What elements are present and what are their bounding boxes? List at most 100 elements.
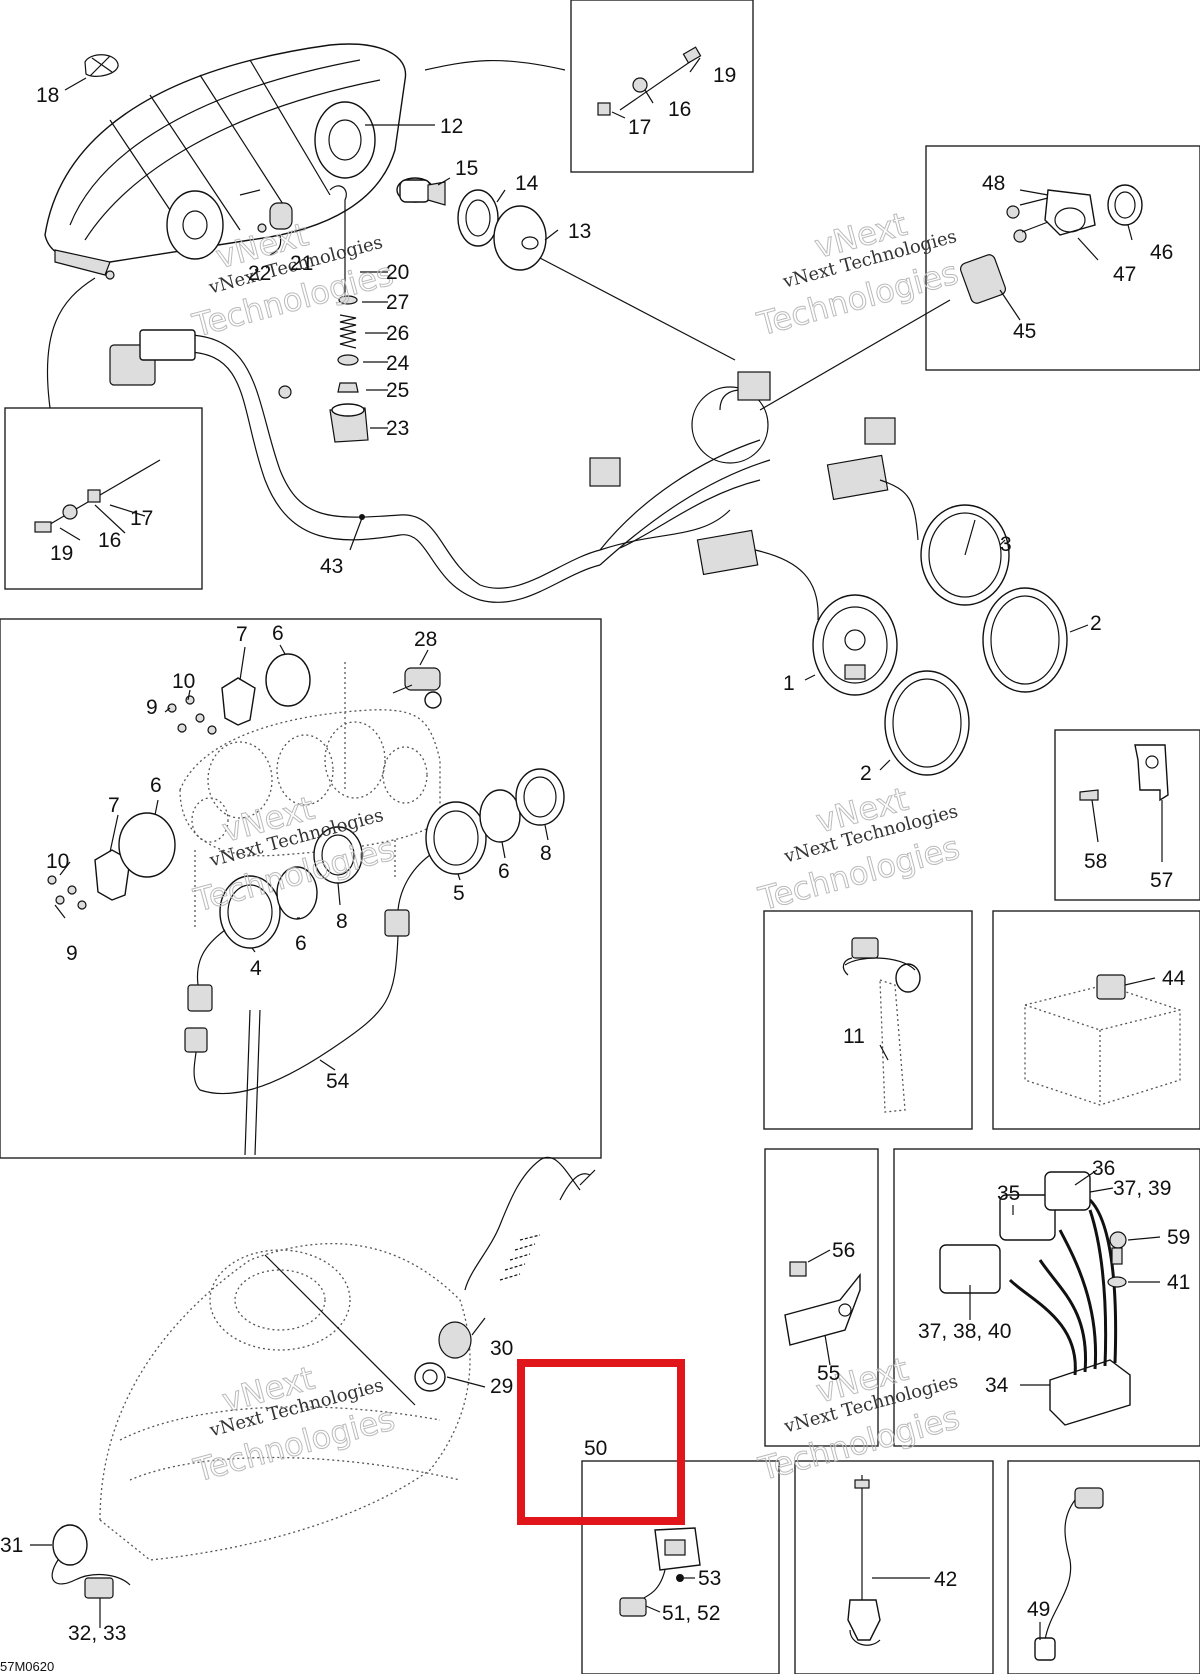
wiring-harness-part-43 <box>109 329 896 603</box>
switch-part-31 <box>51 1524 131 1599</box>
callout-44: 44 <box>1162 967 1186 990</box>
bezel-part-8-right <box>515 768 565 826</box>
callout-9-upper: 9 <box>146 696 158 719</box>
seal-part-6-right <box>479 789 521 843</box>
bracket-part-7-upper <box>221 677 256 726</box>
tether-cord-part-30 <box>438 1156 596 1359</box>
callout-6-lower: 6 <box>295 932 307 955</box>
callout-7-lower: 7 <box>108 794 120 817</box>
callout-19-top: 19 <box>713 64 736 87</box>
callout-2-upper: 2 <box>1090 612 1102 635</box>
ring-part-29 <box>414 1362 446 1392</box>
callout-54: 54 <box>326 1070 350 1093</box>
callout-58: 58 <box>1084 850 1107 873</box>
callout-49: 49 <box>1027 1598 1050 1621</box>
ring-part-14 <box>457 189 499 247</box>
bracket-part-57 <box>1079 744 1169 802</box>
gauge-part-4 <box>187 875 281 1012</box>
gauge-bracket-assembly <box>959 184 1143 304</box>
callout-12: 12 <box>440 115 463 138</box>
adjuster-stack <box>329 185 369 443</box>
highlight-box <box>517 1359 685 1525</box>
seal-part-6-upper <box>265 653 311 707</box>
detail-box-sensor-42 <box>794 1460 994 1674</box>
callout-labels: 18 12 19 16 17 15 14 13 21 22 20 27 26 2… <box>0 64 1190 1674</box>
callout-51-52: 51, 52 <box>662 1602 720 1625</box>
detail-box-instrument-cluster <box>0 618 602 1159</box>
callout-15: 15 <box>455 157 478 180</box>
callout-29: 29 <box>490 1375 513 1398</box>
seal-part-6-lower <box>276 866 318 920</box>
fastener-set-top <box>597 46 702 116</box>
callout-32-33: 32, 33 <box>68 1622 126 1645</box>
callout-20: 20 <box>386 261 409 284</box>
nut-washers-9-10-lower <box>47 875 87 910</box>
detail-box-sensor-49 <box>1007 1460 1200 1674</box>
callout-27: 27 <box>386 291 409 314</box>
seal-part-6-left <box>118 812 176 878</box>
callout-22: 22 <box>248 262 271 285</box>
figure-code: 57M0620 <box>0 1659 54 1674</box>
nut-washers-9-10-upper <box>167 695 217 735</box>
callout-30: 30 <box>490 1337 513 1360</box>
callout-55: 55 <box>817 1362 840 1385</box>
callout-41: 41 <box>1167 1271 1190 1294</box>
callout-6-right: 6 <box>498 860 510 883</box>
callout-34: 34 <box>985 1374 1009 1397</box>
callout-2-lower: 2 <box>860 762 872 785</box>
gauge-part-3 <box>920 504 1010 606</box>
callout-11: 11 <box>843 1025 865 1048</box>
callout-59: 59 <box>1167 1226 1190 1249</box>
callout-37-39: 37, 39 <box>1113 1177 1171 1200</box>
sensor-part-53 <box>619 1527 701 1617</box>
watermark-group: vNext vNext Technologies Technologies vN… <box>187 204 963 1490</box>
detail-box-fuel-sender <box>763 910 973 1130</box>
callout-8-right: 8 <box>540 842 552 865</box>
bulb-part-15 <box>396 177 446 206</box>
callout-50: 50 <box>584 1437 607 1460</box>
callout-6-left: 6 <box>150 774 162 797</box>
fastener-set-left <box>34 459 161 533</box>
detail-box-bracket-55 <box>764 1148 879 1447</box>
callout-37-38-40: 37, 38, 40 <box>918 1320 1011 1343</box>
detail-box-fasteners-left <box>4 407 203 590</box>
callout-1: 1 <box>783 672 795 695</box>
callout-19-left: 19 <box>50 542 73 565</box>
callout-53: 53 <box>698 1567 721 1590</box>
callout-8-left: 8 <box>336 910 348 933</box>
switch-part-28 <box>392 667 442 709</box>
callout-36: 36 <box>1092 1157 1115 1180</box>
callout-9-lower: 9 <box>66 942 78 965</box>
callout-16-left: 16 <box>98 529 121 552</box>
callout-28: 28 <box>414 628 437 651</box>
callout-57: 57 <box>1150 869 1173 892</box>
callout-45: 45 <box>1013 320 1036 343</box>
callout-47: 47 <box>1113 263 1136 286</box>
callout-18: 18 <box>36 84 59 107</box>
grommet-part-13 <box>493 205 547 271</box>
fuse-box-assembly <box>1024 974 1181 1106</box>
leader-lines <box>30 57 1163 1640</box>
gauge-part-5 <box>384 801 487 937</box>
callout-42: 42 <box>934 1568 957 1591</box>
callout-7-upper: 7 <box>236 623 248 646</box>
callout-5: 5 <box>453 882 465 905</box>
callout-17-top: 17 <box>628 116 651 139</box>
callout-6-upper: 6 <box>272 622 284 645</box>
detail-box-relay-fuse <box>992 910 1200 1130</box>
callout-26: 26 <box>386 322 409 345</box>
callout-16-top: 16 <box>668 98 691 121</box>
callout-31: 31 <box>0 1534 23 1557</box>
callout-24: 24 <box>386 352 410 375</box>
callout-21: 21 <box>290 252 313 275</box>
callout-14: 14 <box>515 172 539 195</box>
sensor-part-42 <box>847 1475 881 1646</box>
callout-3: 3 <box>1000 533 1012 556</box>
callout-10-upper: 10 <box>172 670 195 693</box>
fairing-lower-housing <box>99 1243 471 1561</box>
fuel-sender-part-11 <box>842 937 921 1113</box>
callout-17-left: 17 <box>130 507 153 530</box>
detail-box-bracket-57 <box>1054 729 1200 901</box>
headlight-assembly <box>44 43 407 280</box>
